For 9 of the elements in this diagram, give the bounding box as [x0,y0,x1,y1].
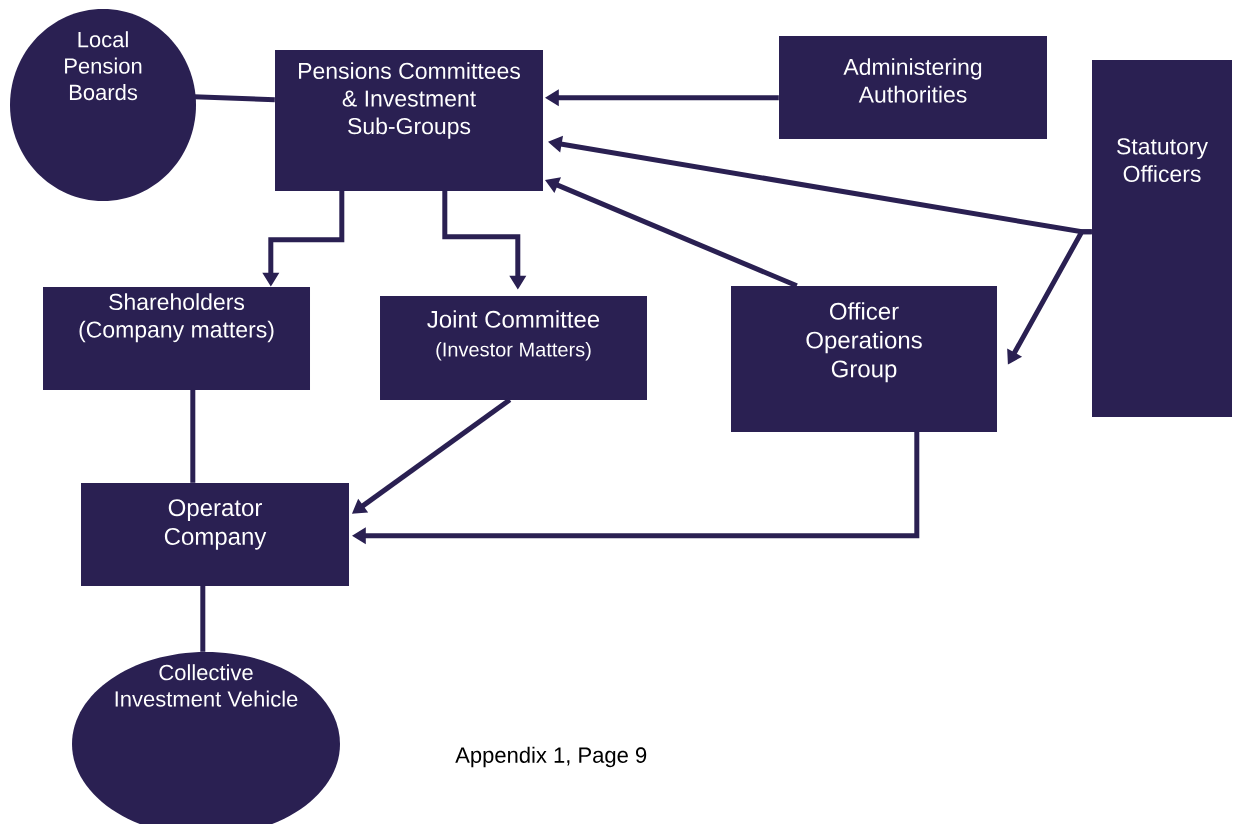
company-box: Operator Company [81,483,349,586]
officer-column: Statutory Officers [1092,60,1232,417]
authority-box: Administering Authorities [779,36,1047,139]
group-box: Shareholders (Company matters) [43,287,310,390]
committee-box: Joint Committee (Investor Matters) [380,296,647,400]
circle-node: Local Pension Boards [10,9,196,201]
page-note: Appendix 1, Page 9 [455,746,647,768]
group-box: Officer Operations Group [731,286,997,432]
committee-box: Pensions Committees & Investment Sub-Groups [275,50,543,191]
